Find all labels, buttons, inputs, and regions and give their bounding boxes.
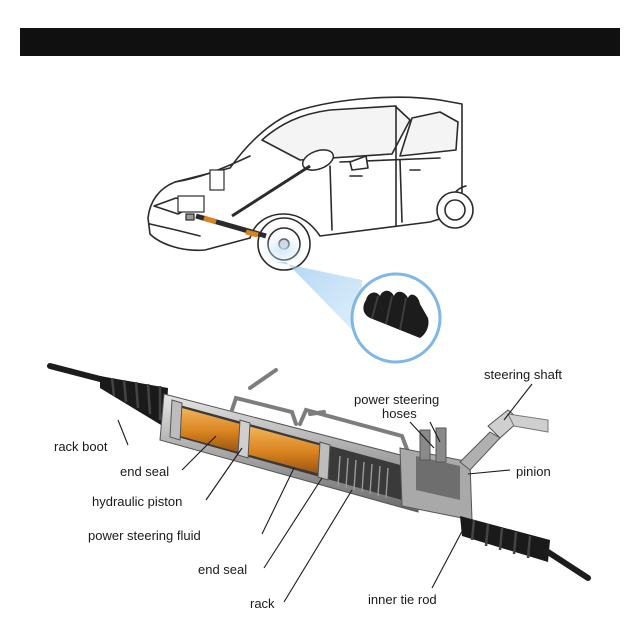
power-steering-fluid-chamber [180, 408, 322, 474]
right-rack-boot [460, 516, 550, 562]
steering-rack-assembly [47, 363, 591, 581]
rack-boot-closeup [363, 290, 429, 338]
label-rack-boot: rack boot [54, 439, 108, 454]
end-seal-left [169, 399, 183, 441]
label-hydraulic-piston: hydraulic piston [92, 494, 182, 509]
label-end-seal-top: end seal [120, 464, 169, 479]
car-illustration [147, 96, 474, 271]
hydraulic-piston [237, 419, 251, 459]
boot-closeup-highlight [260, 234, 442, 364]
end-seal-right [317, 441, 331, 481]
label-pinion: pinion [516, 464, 551, 479]
label-end-seal-bottom: end seal [198, 562, 247, 577]
rack-teeth [337, 455, 389, 499]
left-rack-boot [100, 376, 168, 428]
label-power-steering-hoses-line2: hoses [382, 406, 417, 421]
label-power-steering-fluid: power steering fluid [88, 528, 201, 543]
car-engine-bay [177, 169, 267, 239]
label-power-steering-hoses-line1: power steering [354, 392, 439, 407]
callout-lines [117, 383, 533, 603]
top-banner-bar [20, 28, 620, 56]
pinion-housing [399, 427, 473, 521]
steering-shaft [459, 409, 549, 471]
label-rack: rack [250, 596, 275, 611]
label-steering-shaft: steering shaft [484, 367, 562, 382]
label-inner-tie-rod: inner tie rod [368, 592, 437, 607]
car-steering-column [231, 149, 335, 218]
power-steering-hoses [230, 368, 410, 454]
